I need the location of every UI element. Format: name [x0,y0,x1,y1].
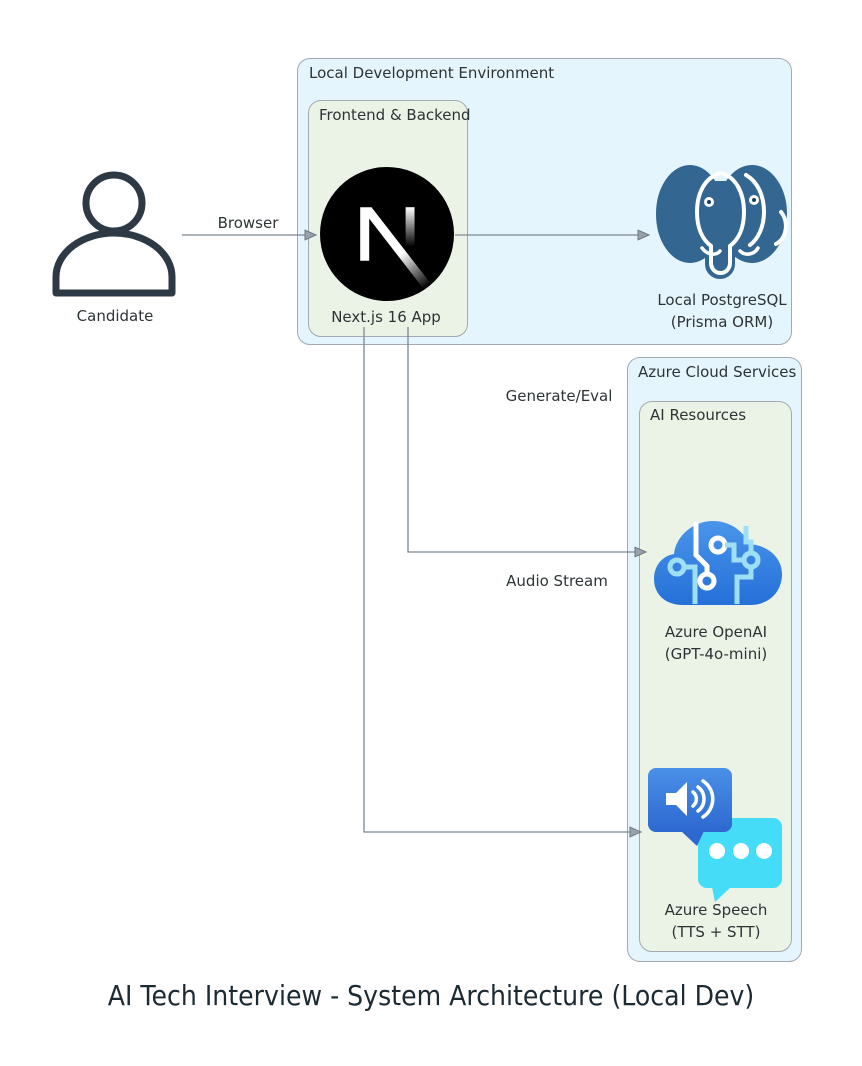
cluster-label-ai-resources: AI Resources [650,406,747,424]
node-label-nextjs-app: Next.js 16 App [331,308,441,326]
elephant-tusks [700,246,760,256]
azure-openai-label-line2: (GPT-4o-mini) [664,645,768,663]
elephant-eyes [704,195,759,207]
user-body [52,229,176,297]
azure-speech-label-line1: Azure Speech [664,901,768,919]
cluster-label-frontend-backend: Frontend & Backend [319,106,471,124]
node-label-azure-openai: Azure OpenAI (GPT-4o-mini) [665,621,767,665]
edge-generate-eval-line [407,327,635,553]
azure-openai-cloud-icon [654,521,782,605]
postgresql-label-line1: Local PostgreSQL [657,291,787,309]
nextjs-n-bar [405,207,415,261]
postgresql-label-line2: (Prisma ORM) [670,313,774,331]
edge-label-generate-eval: Generate/Eval [505,387,613,405]
chat-dots [709,843,772,859]
node-label-candidate: Candidate [76,307,154,325]
elephant-body [656,165,787,279]
sound-waves [691,779,715,819]
cluster-label-local-development-environment: Local Development Environment [309,64,555,82]
elephant-face-lines [694,170,788,275]
edge-label-audio-stream: Audio Stream [506,572,608,590]
blue-speaker-bubble [648,768,732,846]
user-outline-icon [52,171,176,297]
speaker-icon [666,782,687,816]
azure-speech-bubbles-icon [648,768,782,902]
node-label-azure-speech: Azure Speech (TTS + STT) [665,899,768,943]
nextjs-logo-icon [320,167,454,301]
node-label-postgresql: Local PostgreSQL (Prisma ORM) [657,289,786,333]
cloud-shape [654,521,782,605]
cluster-label-azure-cloud-services: Azure Cloud Services [638,363,797,381]
postgresql-elephant-icon [656,165,788,279]
edge-label-browser: Browser [217,214,279,232]
circuit-cyan-traces [667,526,761,604]
azure-speech-label-line2: (TTS + STT) [671,923,761,941]
user-head [82,171,146,235]
nextjs-n-diagonal [360,207,432,290]
azure-openai-label-line1: Azure OpenAI [664,623,768,641]
cyan-chat-bubble [698,818,782,902]
diagram-title: AI Tech Interview - System Architecture … [107,979,755,1012]
